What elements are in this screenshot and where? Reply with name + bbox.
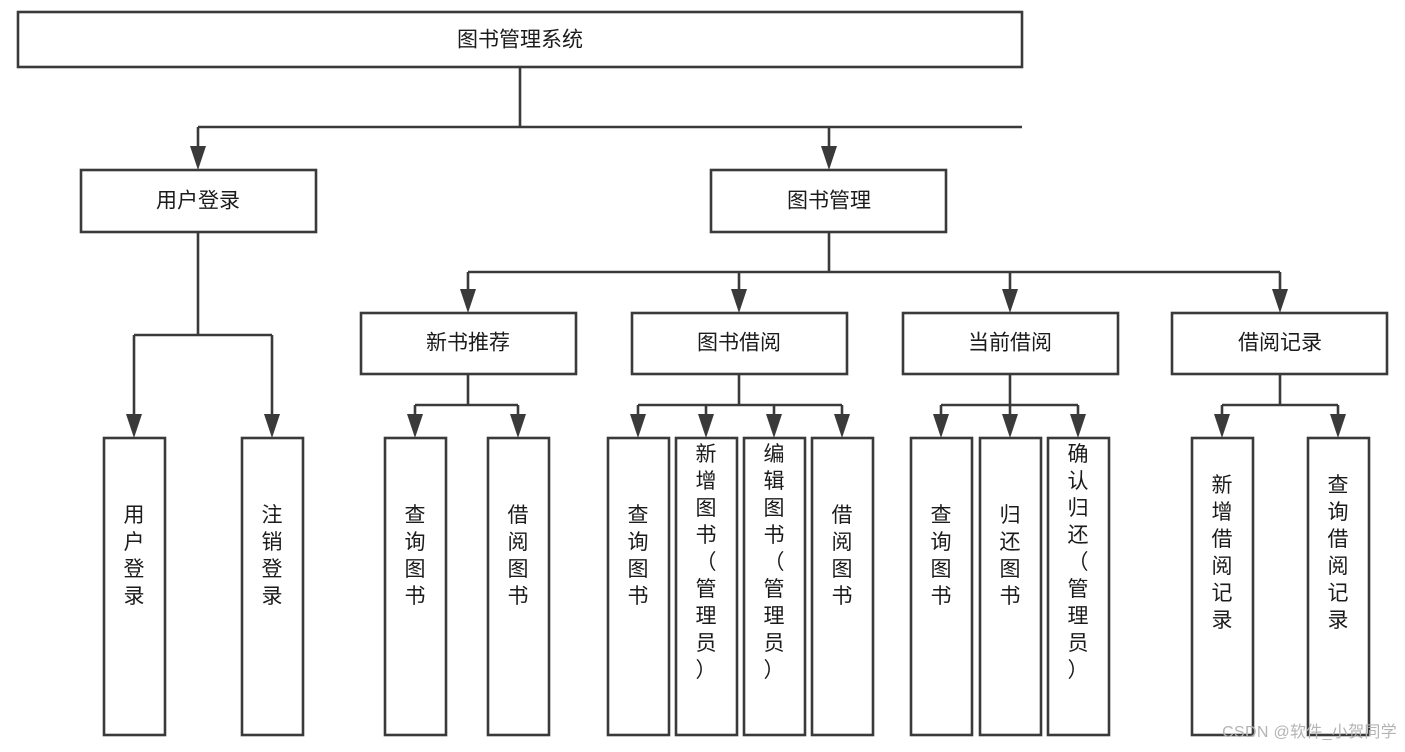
leaf-add-book-box[interactable] bbox=[674, 436, 739, 737]
node-leaf-borrow-book-2[interactable]: 借阅图书 bbox=[810, 436, 875, 737]
node-leaf-confirm-return[interactable]: 确认归还（管理员） bbox=[1046, 436, 1111, 737]
node-leaf-user-login[interactable]: 用户登录 bbox=[102, 436, 167, 737]
node-new-book-recommend[interactable]: 新书推荐 bbox=[359, 311, 578, 376]
node-leaf-query-book-2[interactable]: 查询图书 bbox=[606, 436, 671, 737]
leaf-user-login-box[interactable] bbox=[102, 436, 167, 737]
node-borrow-record[interactable]: 借阅记录 bbox=[1170, 311, 1389, 376]
leaf-return-book-label: 归还图书 bbox=[1000, 504, 1021, 608]
arrow-head-leaf-query-record bbox=[1330, 414, 1346, 438]
arrow-head-leaf-return-book bbox=[1002, 414, 1018, 438]
leaf-borrow-book-2-box[interactable] bbox=[810, 436, 875, 737]
leaf-query-record-box[interactable] bbox=[1306, 436, 1371, 737]
user-login-label: 用户登录 bbox=[156, 190, 240, 213]
leaf-borrow-book-1-label: 借阅图书 bbox=[508, 504, 529, 608]
borrow-record-label: 借阅记录 bbox=[1238, 332, 1322, 355]
leaf-edit-book-box[interactable] bbox=[742, 436, 807, 737]
edge-group-book-management-to-level3 bbox=[460, 232, 1288, 313]
arrow-head-leaf-user-login bbox=[126, 414, 142, 438]
leaf-query-book-1-box[interactable] bbox=[383, 436, 448, 737]
node-leaf-query-book-1[interactable]: 查询图书 bbox=[383, 436, 448, 737]
leaf-confirm-return-box[interactable] bbox=[1046, 436, 1111, 737]
edge-group-current-borrow-to-leaves bbox=[933, 374, 1086, 438]
edge-group-book-borrow-to-leaves bbox=[630, 374, 850, 438]
arrow-head-book-borrow bbox=[731, 289, 747, 313]
leaf-query-book-2-box[interactable] bbox=[606, 436, 671, 737]
arrow-head-leaf-logout-login bbox=[264, 414, 280, 438]
leaf-return-book-box[interactable] bbox=[978, 436, 1043, 737]
leaf-query-record-label: 查询借阅记录 bbox=[1328, 474, 1349, 632]
edge-group-user-login-to-leaves bbox=[126, 232, 280, 438]
book-borrow-box[interactable] bbox=[630, 311, 849, 376]
book-borrow-label: 图书借阅 bbox=[697, 332, 781, 355]
book-management-box[interactable] bbox=[709, 168, 948, 234]
node-user-login[interactable]: 用户登录 bbox=[79, 168, 318, 234]
arrow-head-leaf-edit-book bbox=[766, 414, 782, 438]
leaf-borrow-book-2-label: 借阅图书 bbox=[832, 504, 853, 608]
node-leaf-query-book-3[interactable]: 查询图书 bbox=[909, 436, 974, 737]
arrow-head-leaf-query-book-3 bbox=[933, 414, 949, 438]
edge-group-borrow-record-to-leaves bbox=[1214, 374, 1346, 438]
arrow-head-book-management bbox=[821, 146, 837, 170]
edge-group-root-to-level2 bbox=[190, 67, 1022, 170]
arrow-head-current-borrow bbox=[1002, 289, 1018, 313]
node-book-management[interactable]: 图书管理 bbox=[709, 168, 948, 234]
borrow-record-box[interactable] bbox=[1170, 311, 1389, 376]
leaf-query-book-3-label: 查询图书 bbox=[931, 504, 952, 608]
arrow-head-borrow-record bbox=[1272, 289, 1288, 313]
leaf-query-book-1-label: 查询图书 bbox=[405, 504, 426, 608]
leaf-user-login-label: 用户登录 bbox=[124, 504, 145, 608]
root-box[interactable] bbox=[16, 10, 1024, 69]
user-login-box[interactable] bbox=[79, 168, 318, 234]
leaf-query-book-2-label: 查询图书 bbox=[628, 504, 649, 608]
arrow-head-leaf-confirm-return bbox=[1070, 414, 1086, 438]
leaf-borrow-book-1-box[interactable] bbox=[486, 436, 551, 737]
leaf-edit-book-label: 编辑图书（管理员） bbox=[764, 443, 785, 682]
node-leaf-add-book[interactable]: 新增图书（管理员） bbox=[674, 436, 739, 737]
leaf-add-book-label: 新增图书（管理员） bbox=[696, 443, 717, 682]
leaf-query-book-3-box[interactable] bbox=[909, 436, 974, 737]
current-borrow-box[interactable] bbox=[901, 311, 1120, 376]
node-leaf-add-record[interactable]: 新增借阅记录 bbox=[1190, 436, 1255, 737]
node-leaf-query-record[interactable]: 查询借阅记录 bbox=[1306, 436, 1371, 737]
node-leaf-borrow-book-1[interactable]: 借阅图书 bbox=[486, 436, 551, 737]
node-leaf-return-book[interactable]: 归还图书 bbox=[978, 436, 1043, 737]
arrow-head-leaf-add-book bbox=[698, 414, 714, 438]
node-leaf-edit-book[interactable]: 编辑图书（管理员） bbox=[742, 436, 807, 737]
arrow-head-new-book-recommend bbox=[460, 289, 476, 313]
edge-group-new-book-recommend-to-leaves bbox=[407, 374, 526, 438]
node-leaf-logout-login[interactable]: 注销登录 bbox=[240, 436, 305, 737]
leaf-logout-login-label: 注销登录 bbox=[262, 504, 283, 608]
arrow-head-leaf-add-record bbox=[1214, 414, 1230, 438]
arrow-head-leaf-borrow-book-1 bbox=[510, 414, 526, 438]
book-management-label: 图书管理 bbox=[787, 190, 871, 213]
arrow-head-leaf-borrow-book-2 bbox=[834, 414, 850, 438]
leaf-confirm-return-label: 确认归还（管理员） bbox=[1068, 443, 1089, 682]
arrow-head-leaf-query-book-2 bbox=[630, 414, 646, 438]
leaf-add-record-box[interactable] bbox=[1190, 436, 1255, 737]
node-current-borrow[interactable]: 当前借阅 bbox=[901, 311, 1120, 376]
new-book-recommend-label: 新书推荐 bbox=[426, 332, 510, 355]
arrow-head-leaf-query-book-1 bbox=[407, 414, 423, 438]
node-book-borrow[interactable]: 图书借阅 bbox=[630, 311, 849, 376]
root-label: 图书管理系统 bbox=[457, 29, 583, 52]
leaf-logout-login-box[interactable] bbox=[240, 436, 305, 737]
leaf-add-record-label: 新增借阅记录 bbox=[1212, 474, 1233, 632]
new-book-recommend-box[interactable] bbox=[359, 311, 578, 376]
current-borrow-label: 当前借阅 bbox=[968, 332, 1052, 355]
arrow-head-user-login bbox=[190, 146, 206, 170]
node-root-system[interactable]: 图书管理系统 bbox=[16, 10, 1024, 69]
